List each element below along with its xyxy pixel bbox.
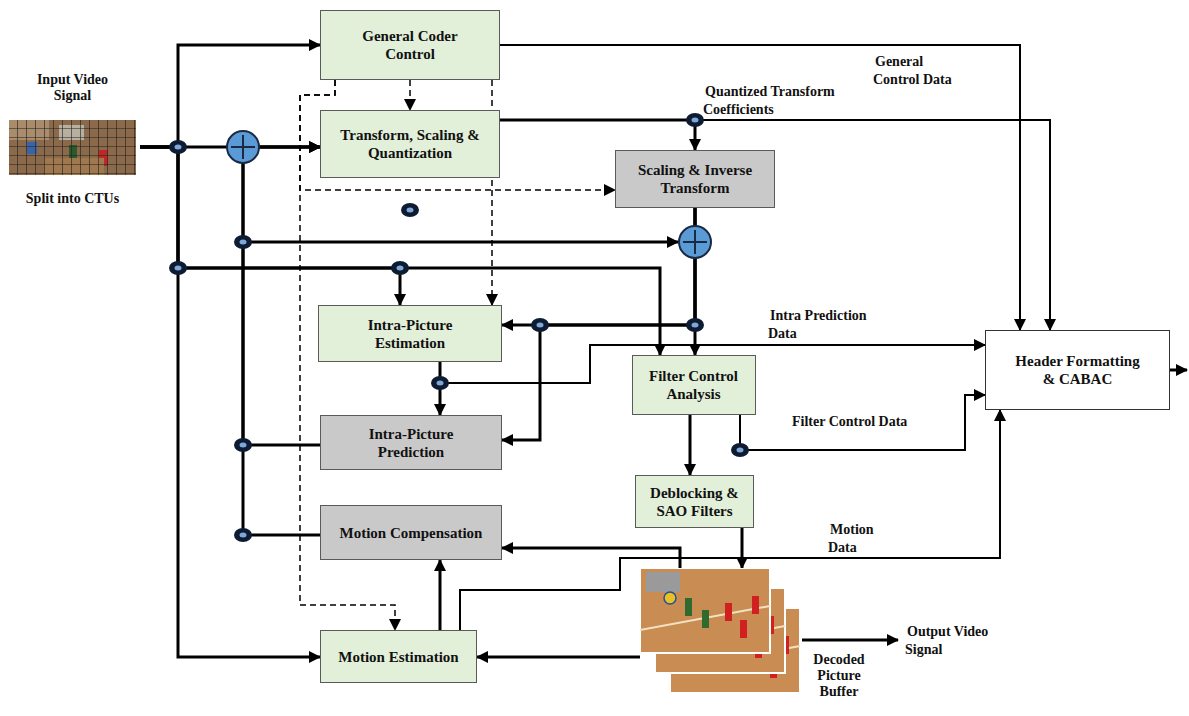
process-box: Intra-Picture Estimation (318, 305, 502, 362)
bitstream-arrow (1170, 369, 1187, 372)
signal-label: Output Video Signal (905, 624, 988, 657)
connector (689, 415, 692, 475)
process-box: Transform, Scaling & Quantization (320, 110, 500, 178)
edge-label-holder: General Control Data (873, 52, 973, 88)
input-frame-picture (9, 120, 136, 175)
data-label: Motion Data (828, 522, 874, 555)
connector (502, 208, 695, 325)
picture-buffer: Decoded Picture Buffer (640, 568, 872, 714)
adder-symbol (679, 226, 711, 258)
data-label: Quantized Transform Coefficients (703, 84, 835, 117)
connector (500, 120, 695, 150)
output-arrow (802, 639, 898, 642)
edge-label-holder: Motion Data (828, 520, 898, 556)
data-label: General Control Data (873, 54, 954, 87)
box-label: Split into CTUs (26, 191, 119, 207)
box-label: Header Formatting & CABAC (1008, 352, 1148, 388)
box-label: Motion Estimation (338, 648, 458, 666)
process-box: Filter Control Analysis (632, 355, 756, 415)
edge-label-holder: Quantized Transform Coefficients (703, 82, 881, 118)
connector (740, 395, 985, 450)
input-video-node: Input Video SignalSplit into CTUs (5, 72, 140, 207)
connector (409, 80, 411, 110)
box-label: Decoded Picture Buffer (805, 652, 873, 700)
edge-label-holder: Intra Prediction Data (768, 306, 888, 342)
connector (477, 656, 640, 659)
connector (300, 80, 615, 190)
box-label: Filter Control Analysis (639, 367, 749, 403)
connector-group (140, 45, 1050, 657)
data-label: Intra Prediction Data (768, 308, 867, 341)
connector (500, 45, 1020, 330)
connector (140, 147, 320, 657)
decoder-box: Intra-Picture Prediction (320, 415, 502, 470)
connector (243, 147, 320, 535)
box-label: Intra-Picture Prediction (354, 425, 469, 461)
decoder-box: Scaling & Inverse Transform (615, 150, 775, 208)
box-label: Input Video Signal (28, 72, 118, 104)
signal-label-holder: Output Video Signal (905, 622, 1005, 658)
connector (500, 120, 1050, 330)
subtractor-symbol (227, 131, 259, 163)
connector (243, 147, 320, 445)
box-label: Motion Compensation (340, 524, 483, 542)
process-box: General Coder Control (320, 10, 500, 80)
process-box: Motion Estimation (320, 630, 477, 683)
data-label: Filter Control Data (790, 414, 909, 429)
connector (439, 560, 442, 630)
entropy-coder-box: Header Formatting & CABAC (985, 330, 1170, 410)
box-label: Deblocking & SAO Filters (642, 484, 747, 520)
box-label: Intra-Picture Estimation (353, 316, 468, 352)
process-box: Deblocking & SAO Filters (635, 475, 754, 528)
prediction-feedback-line (243, 241, 678, 244)
decoration-group (169, 113, 1187, 640)
edge-label-holder: Filter Control Data (790, 412, 910, 430)
connector (140, 45, 320, 147)
box-label: General Coder Control (345, 27, 475, 63)
connector (741, 528, 744, 568)
decoder-box: Motion Compensation (320, 505, 502, 560)
decoded-frames-picture (640, 568, 805, 696)
box-label: Transform, Scaling & Quantization (338, 126, 483, 162)
box-label: Scaling & Inverse Transform (623, 161, 768, 197)
